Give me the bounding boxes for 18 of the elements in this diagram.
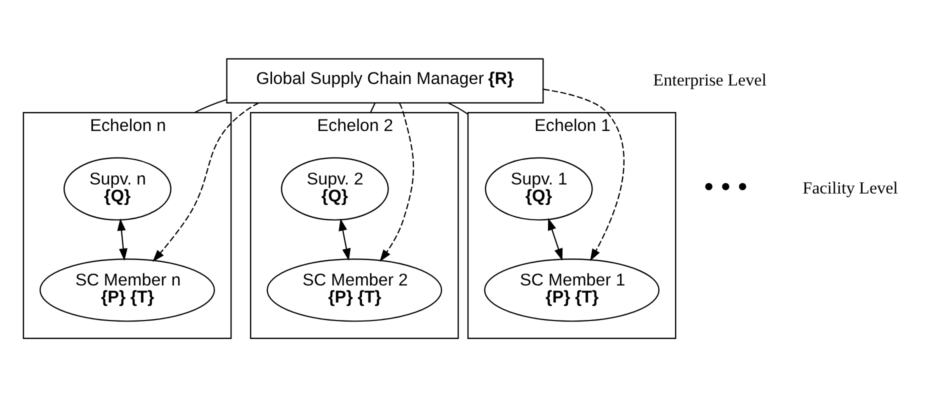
- node-ellipse: SC Member 1 {P} {T}: [484, 258, 660, 322]
- node-ellipse: SC Member n {P} {T}: [40, 258, 215, 322]
- node-ellipse: SC Member 2 {P} {T}: [266, 258, 442, 322]
- label: Facility Level: [802, 178, 898, 198]
- arrow: [117, 218, 128, 261]
- node-box: Global Supply Chain Manager {R}: [226, 58, 544, 104]
- label: Enterprise Level: [653, 70, 766, 90]
- connector: [448, 102, 468, 115]
- arrow: [543, 88, 624, 262]
- label: • • •: [704, 172, 748, 202]
- arrow: [548, 218, 563, 261]
- arrow: [380, 102, 414, 262]
- arrow: [338, 218, 351, 261]
- connector: [370, 102, 376, 113]
- node-ellipse: Supv. n {Q}: [64, 157, 172, 221]
- connector: [194, 99, 227, 114]
- node-ellipse: Supv. 1 {Q}: [484, 157, 593, 221]
- node-ellipse: Supv. 2 {Q}: [280, 157, 389, 221]
